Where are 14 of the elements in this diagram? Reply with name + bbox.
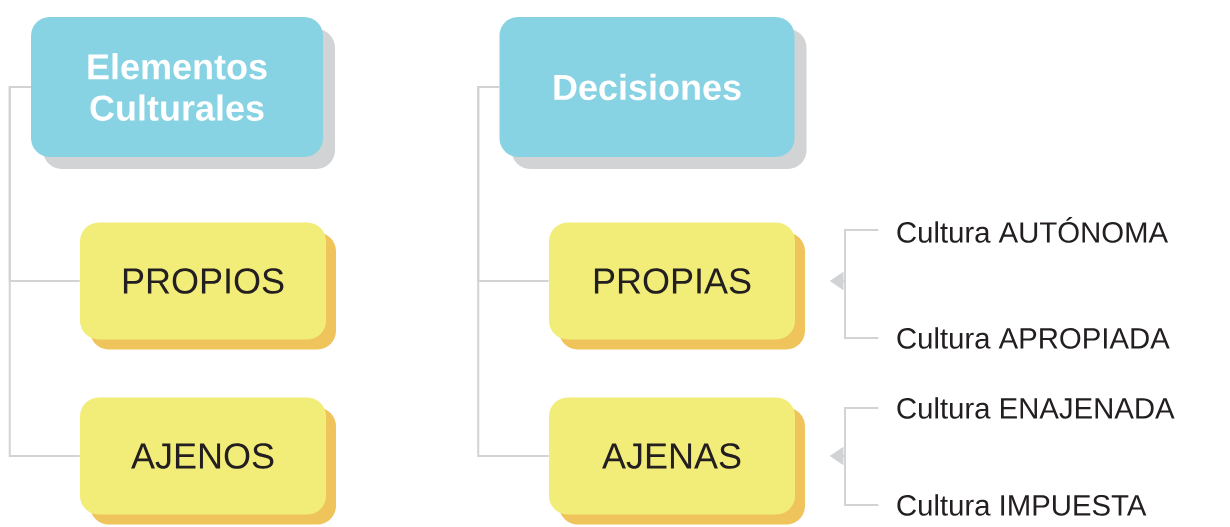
branch-label: Cultura AUTÓNOMA [897,217,1169,243]
bracket-arrow [830,272,880,339]
branch-label: Cultura ENAJENADA [897,397,1175,419]
title-box: Elementos Culturales [31,17,335,169]
category-box: PROPIAS [549,222,805,350]
connector-line [477,86,550,457]
category-box: AJENOS [80,397,336,525]
connector-line [8,86,81,457]
category-box: AJENAS [549,397,805,525]
category-box: PROPIOS [80,222,336,350]
bracket-arrow [830,447,880,506]
branch-label: Cultura APROPIADA [897,327,1170,349]
title-box: Decisiones [499,17,807,169]
branch-label: Cultura IMPUESTA [897,494,1147,516]
